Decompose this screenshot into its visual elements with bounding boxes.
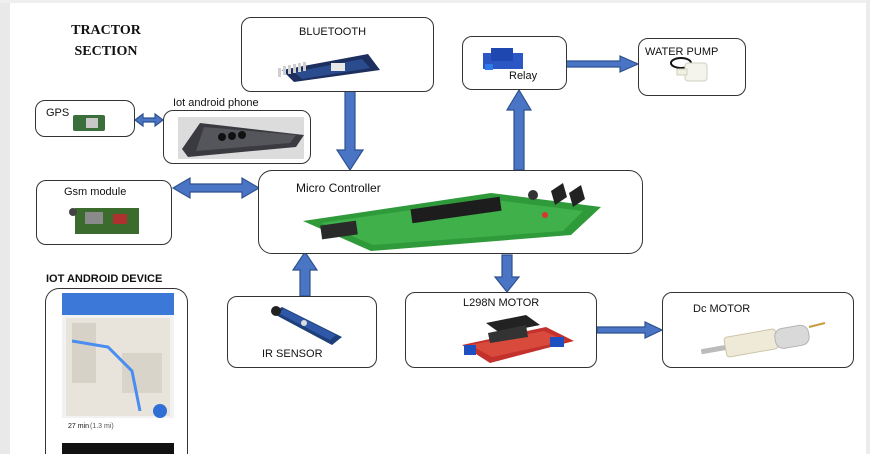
bluetooth-module-image [278,54,380,82]
bluetooth-label: BLUETOOTH [299,26,367,38]
gsm-module-image [69,208,139,234]
micro-controller-label: Micro Controller [296,181,381,195]
arrow-gsm-mcu [171,176,261,200]
arrow-bluetooth-to-mcu [335,89,365,172]
gps-label: GPS [46,107,70,119]
relay-label: Relay [509,70,538,82]
arrow-mcu-to-relay [505,88,533,171]
bluetooth-block: BLUETOOTH [241,17,434,92]
water-pump-block: WATER PUMP [638,38,746,96]
trip-time: 27 min [68,423,90,430]
water-pump-label: WATER PUMP [645,46,719,58]
section-title-line-1: TRACTOR [71,23,141,38]
arrow-mcu-to-l298n [493,254,521,293]
ir-sensor-block: IR SENSOR [227,296,377,368]
page-top-edge [0,0,870,3]
water-pump-image [670,57,708,82]
gsm-block: Gsm module [36,180,172,245]
arrow-ir-to-mcu [291,250,319,297]
relay-module-image [483,48,523,70]
section-title: TRACTOR SECTION [46,20,166,62]
gps-block: GPS [35,100,135,137]
iot-device-phone-image [62,293,174,454]
gps-module-image [73,115,105,131]
dc-motor-block: Dc MOTOR [662,292,854,368]
page-left-edge [0,0,10,454]
android-phone-caption: Iot android phone [173,97,259,109]
section-title-line-2: SECTION [74,44,138,59]
gsm-label: Gsm module [64,186,127,198]
page-right-edge [866,0,870,454]
arrow-gps-phone [134,112,164,128]
arrow-relay-to-pump [564,55,640,73]
relay-block: Relay [462,36,567,90]
android-phone-image [178,117,304,159]
dc-motor-label: Dc MOTOR [693,303,751,315]
android-phone-block: Iot android phone [163,110,311,164]
trip-distance: (1.3 mi) [90,423,114,430]
iot-device-frame: 27 min (1.3 mi) [45,288,188,454]
l298n-label: L298N MOTOR [463,297,540,309]
l298n-board-image [462,315,574,363]
l298n-block: L298N MOTOR [405,292,597,368]
ir-sensor-image [271,306,342,345]
iot-device-heading: IOT ANDROID DEVICE [46,273,163,285]
arrow-l298n-to-dc [596,321,664,339]
ir-sensor-label: IR SENSOR [262,348,323,360]
micro-controller-block: Micro Controller [258,170,643,254]
micro-controller-board-image [303,183,601,251]
dc-motor-image [701,322,826,358]
